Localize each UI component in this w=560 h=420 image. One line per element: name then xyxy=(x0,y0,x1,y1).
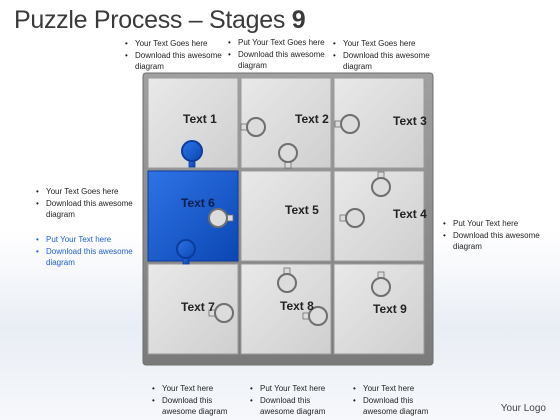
bottom-note-2-line-1: Put Your Text here xyxy=(248,383,343,394)
left-note-1-line-1: Your Text Goes here xyxy=(34,186,134,197)
right-note-line-2: Download this awesome diagram xyxy=(441,230,541,252)
left-note-2-line-2: Download this awesome diagram xyxy=(34,246,134,268)
bottom-note-3: Your Text here Download this awesome dia… xyxy=(351,383,446,418)
puzzle-connector-7 xyxy=(208,208,234,228)
top-note-3-line-2: Download this awesome diagram xyxy=(331,50,431,72)
bottom-note-3-line-2: Download this awesome diagram xyxy=(351,395,446,417)
top-note-3-line-1: Your Text Goes here xyxy=(331,38,431,49)
top-note-1-line-2: Download this awesome diagram xyxy=(123,50,223,72)
puzzle-connector-2 xyxy=(240,117,266,137)
puzzle-connector-11 xyxy=(302,306,328,326)
right-note-line-1: Put Your Text here xyxy=(441,218,541,229)
bottom-note-2-line-2: Download this awesome diagram xyxy=(248,395,343,417)
page-title: Puzzle Process – Stages 9 xyxy=(14,6,306,35)
title-main: Puzzle Process xyxy=(14,6,183,34)
puzzle-connector-5 xyxy=(371,171,391,197)
puzzle-piece-label-4: Text 6 xyxy=(181,196,215,210)
puzzle-connector-12 xyxy=(371,271,391,297)
top-note-1-line-1: Your Text Goes here xyxy=(123,38,223,49)
bottom-note-2: Put Your Text here Download this awesome… xyxy=(248,383,343,418)
logo-text: Your Logo xyxy=(500,403,546,414)
left-note-2-line-1: Put Your Text here xyxy=(34,234,134,245)
puzzle-connector-3 xyxy=(278,143,298,169)
bottom-note-3-line-1: Your Text here xyxy=(351,383,446,394)
puzzle-piece-label-1: Text 1 xyxy=(183,112,217,126)
right-note: Put Your Text here Download this awesome… xyxy=(441,218,541,253)
puzzle-connector-4 xyxy=(334,114,360,134)
puzzle-connector-6 xyxy=(339,208,365,228)
top-note-2-line-2: Download this awesome diagram xyxy=(226,49,326,71)
puzzle-piece-label-9: Text 9 xyxy=(373,302,407,316)
puzzle-piece-5 xyxy=(240,170,332,262)
puzzle-piece-label-8: Text 8 xyxy=(280,299,314,313)
title-stage-number: 9 xyxy=(291,6,306,34)
title-stages: Stages xyxy=(209,6,286,34)
title-dash: – xyxy=(188,6,203,34)
left-note-1-line-2: Download this awesome diagram xyxy=(34,198,134,220)
top-note-2-line-1: Put Your Text Goes here xyxy=(226,37,326,48)
top-note-2: Put Your Text Goes here Download this aw… xyxy=(226,37,326,72)
bottom-note-1: Your Text here Download this awesome dia… xyxy=(150,383,245,418)
puzzle-piece-label-2: Text 2 xyxy=(295,112,329,126)
puzzle-connector-1 xyxy=(181,140,203,168)
puzzle-piece-label-3: Text 3 xyxy=(393,114,427,128)
puzzle-connector-9 xyxy=(277,267,297,293)
top-note-1: Your Text Goes here Download this awesom… xyxy=(123,38,223,73)
left-note-2: Put Your Text here Download this awesome… xyxy=(34,234,134,269)
puzzle-connector-10 xyxy=(208,303,234,323)
puzzle-connector-8 xyxy=(176,239,196,265)
puzzle-piece-label-6: Text 4 xyxy=(393,207,427,221)
bottom-note-1-line-1: Your Text here xyxy=(150,383,245,394)
left-note-1: Your Text Goes here Download this awesom… xyxy=(34,186,134,221)
puzzle-piece-label-5: Text 5 xyxy=(285,203,319,217)
puzzle-piece-label-7: Text 7 xyxy=(181,300,215,314)
top-note-3: Your Text Goes here Download this awesom… xyxy=(331,38,431,73)
bottom-note-1-line-2: Download this awesome diagram xyxy=(150,395,245,417)
